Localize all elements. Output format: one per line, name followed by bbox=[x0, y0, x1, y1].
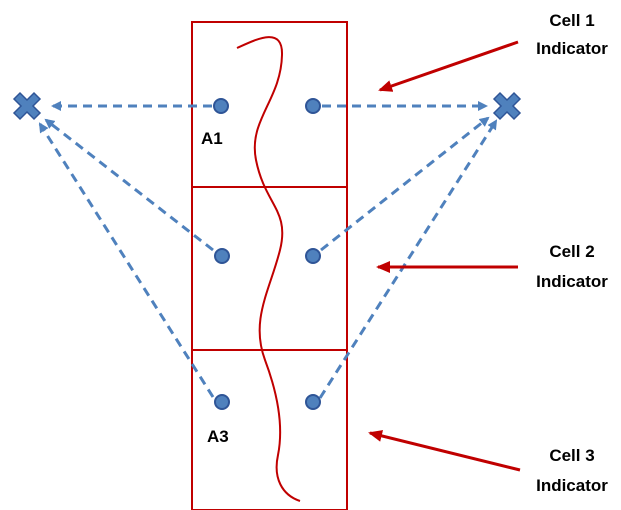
link-left-bottom bbox=[38, 122, 215, 398]
point-cell2-right bbox=[305, 248, 321, 264]
indicator-arrows bbox=[368, 40, 521, 472]
cell-3-label-line1: Cell 3 bbox=[549, 446, 594, 465]
cell-3-indicator-label: Cell 3 Indicator bbox=[536, 446, 608, 495]
link-right-mid bbox=[320, 116, 490, 252]
point-cell1-right bbox=[305, 98, 321, 114]
cell-3-box bbox=[191, 349, 348, 510]
link-right-bottom bbox=[318, 119, 498, 399]
x-cross-icon bbox=[492, 91, 522, 121]
label-a3: A3 bbox=[207, 427, 229, 446]
point-cell3-right bbox=[305, 394, 321, 410]
cell-2-box bbox=[191, 186, 348, 351]
label-a1: A1 bbox=[201, 129, 223, 148]
cell-1-indicator-arrow bbox=[378, 40, 519, 92]
link-left-mid bbox=[44, 118, 214, 252]
cell-2-indicator-label: Cell 2 Indicator bbox=[536, 242, 608, 291]
cell-2-label-line2: Indicator bbox=[536, 272, 608, 291]
cell-1-indicator-label: Cell 1 Indicator bbox=[536, 11, 608, 58]
measurement-points bbox=[213, 98, 321, 410]
cell-2-label-line1: Cell 2 bbox=[549, 242, 594, 261]
cell-3-label-line2: Indicator bbox=[536, 476, 608, 495]
point-a1 bbox=[213, 98, 229, 114]
point-a3 bbox=[214, 394, 230, 410]
cell-1-label-line1: Cell 1 bbox=[549, 11, 594, 30]
point-cell2-left bbox=[214, 248, 230, 264]
x-cross-icon bbox=[12, 91, 42, 121]
dashed-links bbox=[38, 101, 498, 399]
cell-3-indicator-arrow bbox=[368, 430, 521, 472]
cell-1-label-line2: Indicator bbox=[536, 39, 608, 58]
wavy-line bbox=[236, 36, 301, 502]
